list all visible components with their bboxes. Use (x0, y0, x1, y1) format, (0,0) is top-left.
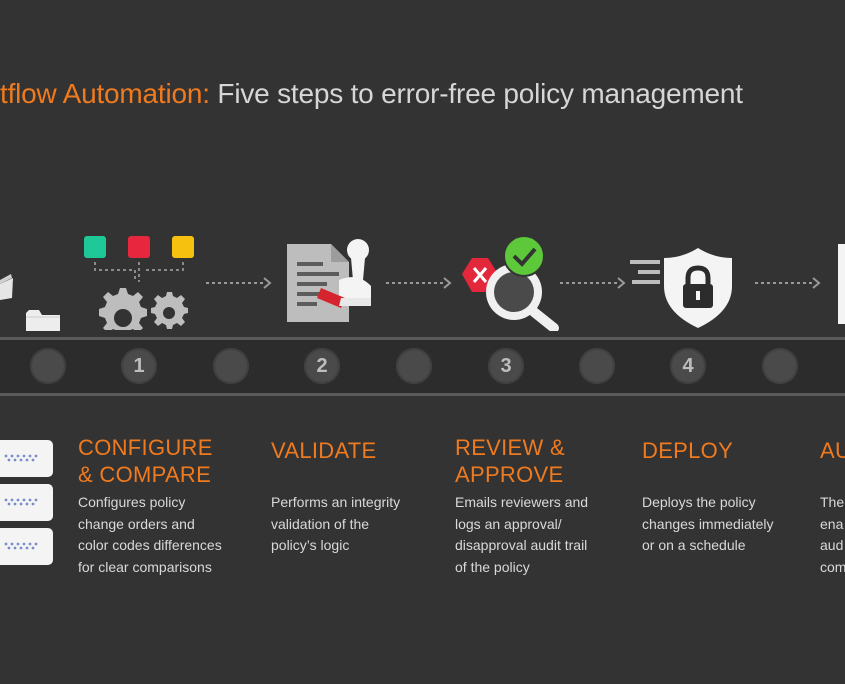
step-1-title: CONFIGURE & COMPARE (78, 434, 213, 488)
step-4-title: DEPLOY (642, 437, 733, 464)
step-1-description: Configures policy change orders and colo… (78, 494, 222, 575)
document-stamp-icon (283, 236, 373, 331)
step-4-description: Deploys the policy changes immediately o… (642, 494, 774, 553)
step-number-2: 2 (304, 348, 340, 384)
step-2-title: VALIDATE (271, 437, 377, 464)
step5-icon-edge (838, 244, 845, 324)
step-number-3: 3 (488, 348, 524, 384)
step-3-title: REVIEW & APPROVE (455, 434, 565, 488)
server-icon (0, 484, 53, 521)
step-5-title: AU (820, 437, 845, 464)
step-1-title-line2: & COMPARE (78, 462, 212, 487)
magnifier-check-x-icon (462, 235, 562, 336)
flow-arrow-4 (755, 276, 823, 295)
step-5-description: The ena aud com (820, 494, 845, 575)
step-4-title-line1: DEPLOY (642, 438, 734, 463)
step-5-title-line1: AU (820, 438, 845, 463)
step-2-title-line1: VALIDATE (271, 438, 377, 463)
timeline-connector-node (30, 348, 66, 384)
timeline-connector-node (762, 348, 798, 384)
flow-arrow-2 (386, 276, 454, 295)
title-accent: tflow Automation: (0, 78, 210, 109)
page-title: tflow Automation: Five steps to error-fr… (0, 74, 743, 114)
step-number-1: 1 (121, 348, 157, 384)
step-2-description: Performs an integrity validation of the … (271, 494, 401, 553)
timeline-top-line (0, 337, 845, 340)
flow-arrow-3 (560, 276, 628, 295)
step-3-title-line2: APPROVE (455, 462, 564, 487)
step-3-title-line1: REVIEW & (455, 435, 565, 460)
title-rest: Five steps to error-free policy manageme… (217, 78, 743, 109)
timeline-connector-node (579, 348, 615, 384)
server-icon (0, 528, 53, 565)
timeline-connector-node (213, 348, 249, 384)
step-3-description: Emails reviewers and logs an approval/ d… (455, 494, 589, 575)
step-number-4: 4 (670, 348, 706, 384)
timeline-connector-node (396, 348, 432, 384)
step-1-title-line1: CONFIGURE (78, 435, 213, 460)
gears-color-squares-icon (80, 234, 200, 339)
flow-arrow-1 (206, 276, 274, 295)
folders-icon (0, 270, 70, 340)
timeline-bottom-line (0, 393, 845, 396)
shield-lock-icon (628, 246, 738, 336)
server-icon (0, 440, 53, 477)
